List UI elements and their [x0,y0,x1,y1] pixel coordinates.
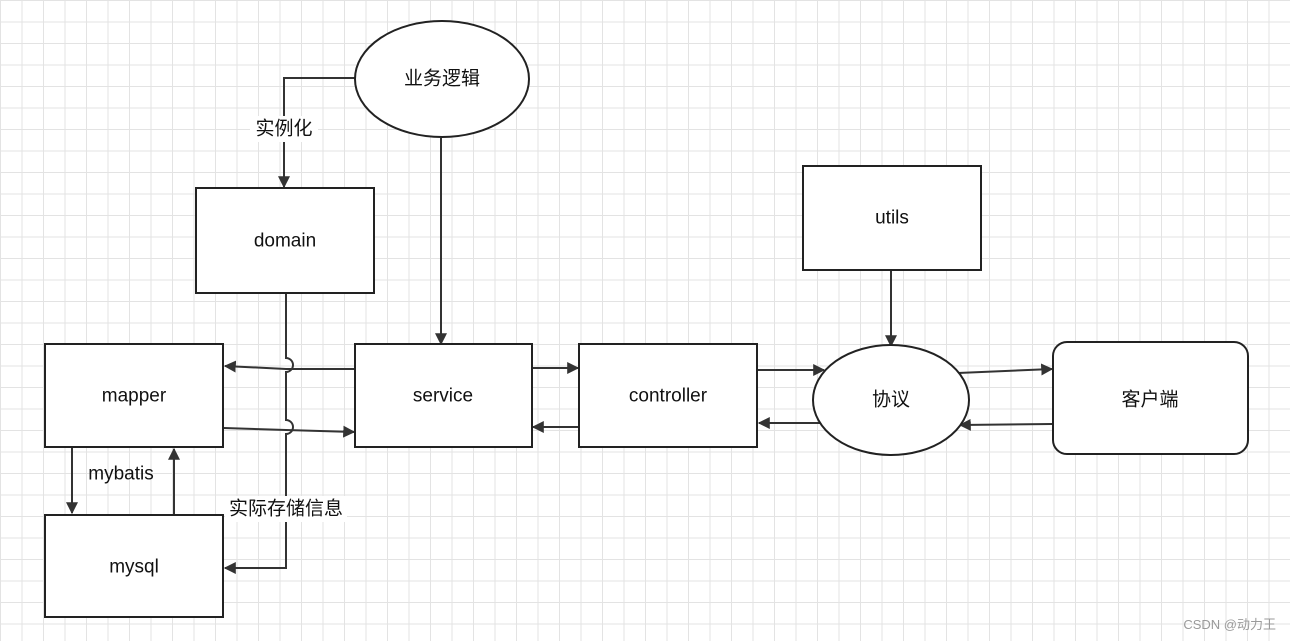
node-business-logic: 业务逻辑 [354,20,530,138]
node-protocol: 协议 [812,344,970,456]
node-mysql: mysql [44,514,224,618]
edge-protocol-to-client [957,363,1054,376]
node-client: 客户端 [1052,341,1249,455]
node-controller-label: controller [629,386,708,407]
edge-label-instantiate: 实例化 [250,116,318,142]
node-mapper-label: mapper [102,386,167,407]
edge-label-actual-storage-text: 实际存储信息 [229,498,343,520]
watermark: CSDN @动力王 [1183,617,1276,632]
node-mysql-label: mysql [109,557,159,578]
edge-label-instantiate-text: 实例化 [255,118,312,140]
node-controller: controller [578,343,758,448]
node-domain: domain [195,187,375,294]
node-client-label: 客户端 [1121,389,1178,411]
edge-label-mybatis: mybatis [88,464,153,485]
edges [66,77,1054,574]
edge-service-to-mapper [223,360,355,373]
node-mapper: mapper [44,343,224,448]
edge-label-actual-storage: 实际存储信息 [225,496,347,522]
edge-client-to-protocol [958,418,1053,431]
node-service: service [354,343,533,448]
node-service-label: service [413,386,473,407]
node-business-logic-label: 业务逻辑 [404,68,480,90]
node-protocol-label: 协议 [872,389,910,411]
node-domain-label: domain [254,231,316,252]
edge-label-mybatis-text: mybatis [88,464,153,485]
edge-domain-to-mysql [223,293,294,574]
node-utils-label: utils [875,208,909,229]
edge-business-logic-to-domain [278,77,356,189]
edge-mapper-to-service [223,425,356,438]
node-utils: utils [802,165,982,271]
